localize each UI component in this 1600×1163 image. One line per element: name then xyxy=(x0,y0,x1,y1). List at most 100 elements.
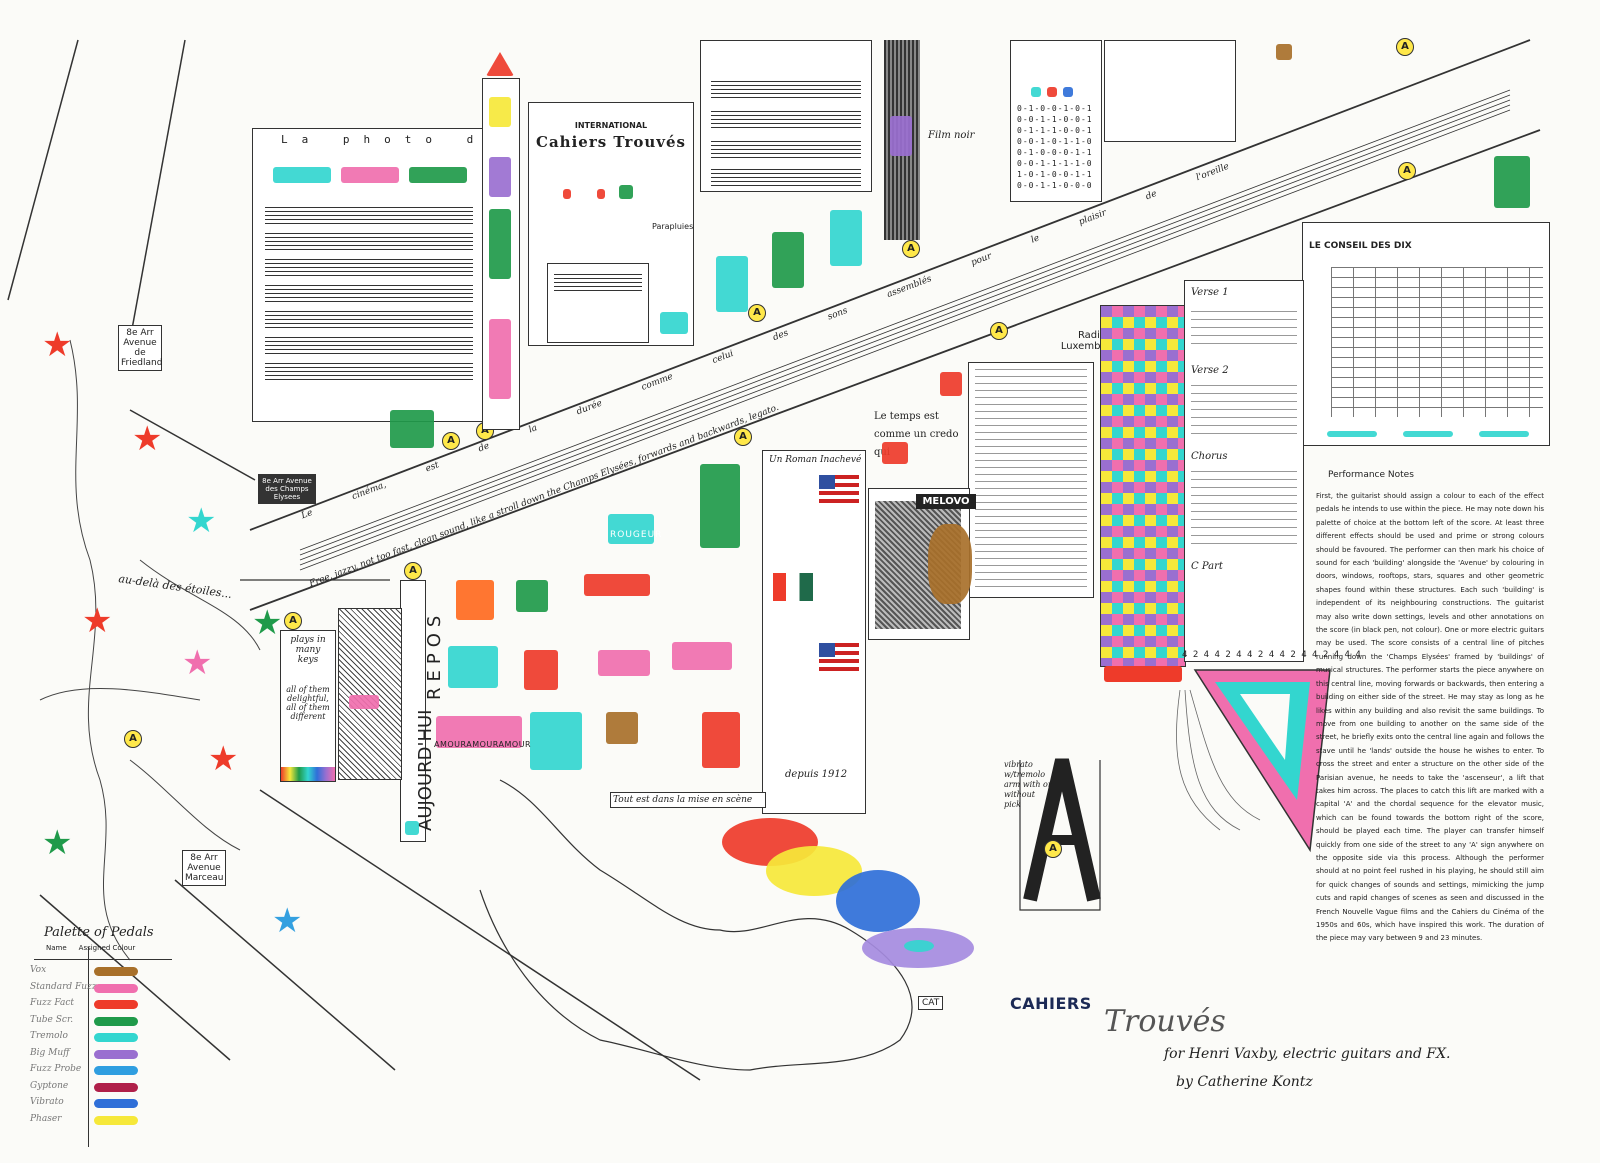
conseil-title: LE CONSEIL DES DIX xyxy=(1309,241,1412,251)
star-icon: ★ xyxy=(182,643,213,683)
sign-champs: 8e Arr Avenue des Champs Elysees xyxy=(258,474,316,504)
vibrato-label: vibrato w/tremolo arm with or without pi… xyxy=(1004,760,1052,809)
building-song-sheet[interactable]: Verse 1 Verse 2 Chorus C Part xyxy=(1184,280,1304,662)
palette-row-name: Big Muff xyxy=(30,1047,70,1058)
palette-row-name: Gyptone xyxy=(30,1080,69,1091)
melovox-label: MELOVO xyxy=(916,494,976,509)
palette-name-header: Name xyxy=(46,944,67,952)
lift-a-icon[interactable]: A xyxy=(734,428,752,446)
building-cahiers-trouves[interactable]: INTERNATIONAL Cahiers Trouvés xyxy=(528,102,694,346)
building-frequency-table[interactable] xyxy=(1104,40,1236,142)
palette-row[interactable]: Big Muff xyxy=(30,1046,180,1063)
lift-a-icon[interactable]: A xyxy=(1044,840,1062,858)
cahiers-label: CAHIERS xyxy=(1010,994,1092,1013)
lift-a-icon[interactable]: A xyxy=(124,730,142,748)
palette-row[interactable]: Tremolo xyxy=(30,1029,180,1046)
film-noir-building[interactable] xyxy=(884,40,920,240)
crayon-block[interactable] xyxy=(700,464,740,548)
star-icon: ★ xyxy=(42,325,73,365)
palette-row[interactable]: Standard Fuzz xyxy=(30,980,180,997)
sign-friedland: 8e Arr Avenue de Friedland xyxy=(118,325,162,371)
plays-in-label: plays in many keys xyxy=(290,635,326,665)
chorus-label: Chorus xyxy=(1191,451,1228,462)
lift-a-icon[interactable]: A xyxy=(990,322,1008,340)
building-roman-inacheve[interactable]: Un Roman Inachevé depuis 1912 xyxy=(762,450,866,814)
palette-row-name: Vibrato xyxy=(30,1097,64,1107)
lift-a-icon[interactable]: A xyxy=(902,240,920,258)
aujourdhui-label: AUJOURD'HUI xyxy=(415,709,436,831)
palette-row-swatch[interactable] xyxy=(94,1016,138,1026)
crayon-block[interactable] xyxy=(928,524,972,604)
palette-row-swatch[interactable] xyxy=(94,1066,138,1075)
crayon-block[interactable] xyxy=(716,256,748,312)
crayon-block[interactable] xyxy=(1494,156,1530,208)
building-sheet-music[interactable] xyxy=(700,40,872,192)
crayon-block[interactable] xyxy=(390,410,434,448)
piece-subtitle: for Henri Vaxby, electric guitars and FX… xyxy=(1164,1046,1451,1062)
building-many-keys[interactable]: plays in many keys all of them delightfu… xyxy=(280,630,336,782)
striped-building[interactable] xyxy=(338,608,402,780)
film-noir-label: Film noir xyxy=(928,130,975,141)
roman-depuis: depuis 1912 xyxy=(785,769,848,780)
palette-row-swatch[interactable] xyxy=(94,1099,138,1108)
palette-row-swatch[interactable] xyxy=(94,1082,138,1092)
crayon-block[interactable] xyxy=(830,210,862,266)
lift-a-icon[interactable]: A xyxy=(404,562,422,580)
palette-row-name: Standard Fuzz xyxy=(30,981,97,992)
palette-row[interactable]: Vox xyxy=(30,963,180,980)
crayon-block[interactable] xyxy=(882,442,908,464)
palette-row-swatch[interactable] xyxy=(94,1049,138,1059)
palette-row[interactable]: Phaser xyxy=(30,1112,180,1129)
palette-row-swatch[interactable] xyxy=(94,1000,138,1009)
crayon-block[interactable] xyxy=(1276,44,1292,60)
palette-row-swatch[interactable] xyxy=(94,1033,138,1042)
building-aujourdhui[interactable]: AUJOURD'HUI xyxy=(400,580,436,842)
palette-row-swatch[interactable] xyxy=(94,1115,138,1125)
palette-row-name: Fuzz Probe xyxy=(30,1064,82,1074)
building-colour-network[interactable] xyxy=(426,502,756,786)
crayon-block[interactable] xyxy=(940,372,962,396)
palette-title: Palette of Pedals xyxy=(44,925,154,940)
parapluies-label: Parapluies xyxy=(652,222,694,231)
star-icon: ★ xyxy=(82,601,113,641)
palette-row[interactable]: Gyptone xyxy=(30,1079,180,1096)
palette-row-name: Vox xyxy=(30,965,47,975)
crayon-block[interactable] xyxy=(660,312,688,334)
palette-row-swatch[interactable] xyxy=(94,983,138,993)
music-box-small-title: INTERNATIONAL xyxy=(574,121,648,130)
lift-a-icon[interactable]: A xyxy=(284,612,302,630)
palette-row-name: Fuzz Fact xyxy=(30,998,75,1008)
lift-a-icon[interactable]: A xyxy=(442,432,460,450)
river-blue-blob xyxy=(836,870,920,932)
star-icon: ★ xyxy=(42,823,73,863)
building-tower[interactable] xyxy=(482,78,520,430)
lift-a-icon[interactable]: A xyxy=(1396,38,1414,56)
palette-panel: Palette of Pedals Name Assigned Colour V… xyxy=(30,925,180,1155)
repos-label: REPOS xyxy=(424,609,445,700)
palette-row[interactable]: Tube Scr. xyxy=(30,1013,180,1030)
verse2-label: Verse 2 xyxy=(1191,365,1229,376)
piece-title: Trouvés xyxy=(1104,1004,1226,1039)
palette-row[interactable]: Vibrato xyxy=(30,1095,180,1112)
palette-row-name: Tremolo xyxy=(30,1031,68,1041)
performance-notes: Performance Notes First, the guitarist s… xyxy=(1304,470,1548,942)
palette-row[interactable]: Fuzz Fact xyxy=(30,996,180,1013)
star-icon: ★ xyxy=(208,739,239,779)
building-colour-mosaic[interactable] xyxy=(1100,305,1186,667)
all-delightful-label: all of them delightful, all of them diff… xyxy=(286,685,330,721)
mosaic-base xyxy=(1104,666,1182,682)
building-conseil-des-dix[interactable]: LE CONSEIL DES DIX xyxy=(1302,222,1550,446)
lift-a-icon[interactable]: A xyxy=(1398,162,1416,180)
river-cyan-blob xyxy=(904,940,934,952)
performance-notes-body: First, the guitarist should assign a col… xyxy=(1316,492,1544,943)
lift-a-icon[interactable]: A xyxy=(748,304,766,322)
palette-row-swatch[interactable] xyxy=(94,967,138,976)
palette-row[interactable]: Fuzz Probe xyxy=(30,1062,180,1079)
building-photo-du-mois[interactable]: La photo du mois xyxy=(252,128,597,422)
music-box-title: Cahiers Trouvés xyxy=(536,133,686,151)
star-icon: ★ xyxy=(132,419,163,459)
building-newspaper[interactable] xyxy=(968,362,1094,598)
mise-en-scene-label: Tout est dans la mise en scène xyxy=(610,792,766,808)
crayon-block[interactable] xyxy=(772,232,804,288)
